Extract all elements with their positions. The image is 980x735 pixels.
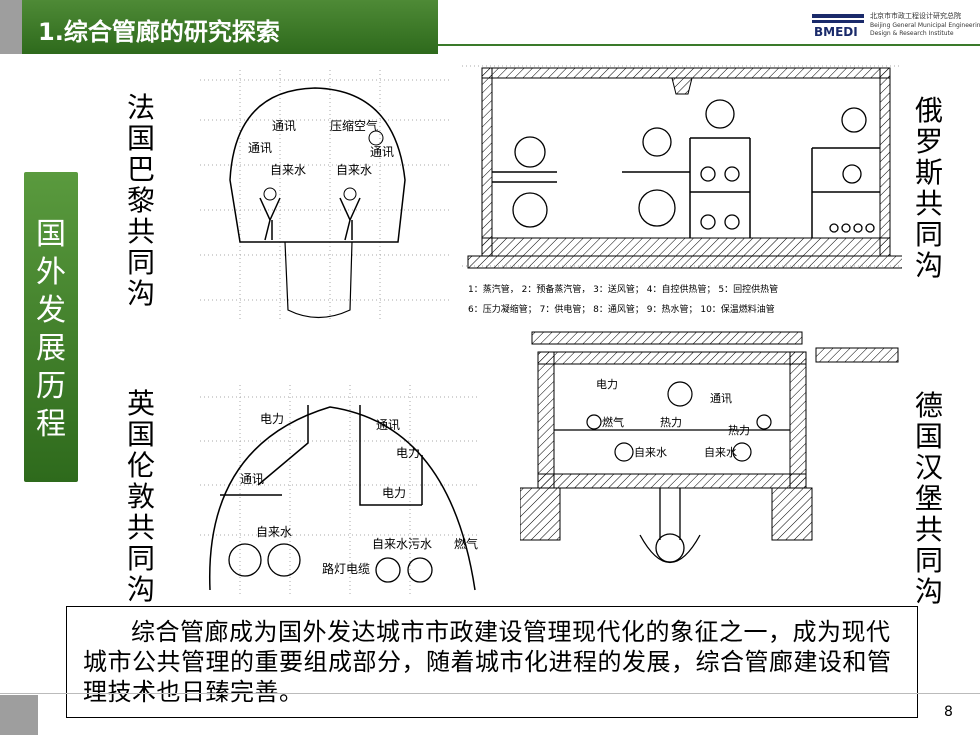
page-number: 8 (944, 704, 953, 720)
london-tunnel-diagram: 电力 通讯 电力 通讯 电力 自来水 路灯电缆 自来水污水 燃气 (200, 385, 480, 595)
bmedi-logo-icon: BMEDI (812, 14, 864, 38)
hamburg-zilaishui-2: 自来水 (704, 446, 737, 459)
russia-legend-2: 6：压力凝缩管； 7：供电管； 8：通风管； 9：热水管； 10：保温燃料油管 (468, 303, 775, 315)
london-tongxun-1: 通讯 (376, 418, 400, 432)
corner-accent (0, 0, 22, 54)
logo-wordmark: BMEDI (814, 25, 858, 38)
sidebar-panel (24, 172, 78, 482)
london-dianli-2: 电力 (396, 446, 420, 460)
london-dianli-1: 电力 (260, 412, 284, 426)
label-london: 英国伦敦共同沟 (126, 387, 155, 606)
hamburg-reli-2: 热力 (728, 424, 750, 437)
paris-tongxun-3: 通讯 (370, 145, 394, 159)
title-bar (0, 0, 438, 54)
london-zilaishui-wushui: 自来水污水 (372, 537, 432, 551)
paris-zilaishui-1: 自来水 (270, 163, 306, 177)
london-dianli-3: 电力 (382, 486, 406, 500)
summary-box: 综合管廊成为国外发达城市市政建设管理现代化的象征之一，成为现代城市公共管理的重要… (66, 606, 918, 718)
hamburg-tunnel-diagram: 电力 通讯 燃气 热力 热力 自来水 自来水 (520, 331, 899, 563)
footer-rule (0, 693, 980, 694)
header-rule (438, 44, 980, 46)
hamburg-ranqi: 燃气 (602, 415, 624, 429)
russia-tunnel-diagram: 1：蒸汽管， 2：预备蒸汽管， 3：送风管； 4：自控供热管； 5：回控供热管 … (462, 65, 902, 315)
summary-paragraph: 综合管廊成为国外发达城市市政建设管理现代化的象征之一，成为现代城市公共管理的重要… (83, 618, 892, 706)
hamburg-zilaishui-1: 自来水 (634, 446, 667, 459)
paris-tunnel-diagram: 通讯 压缩空气 通讯 通讯 自来水 自来水 (200, 70, 450, 320)
institute-name-en-2: Design & Research Institute (870, 30, 954, 37)
sidebar-label: 国外发展历程 (36, 217, 66, 442)
hamburg-reli-1: 热力 (660, 416, 682, 429)
london-ludeng: 路灯电缆 (322, 561, 370, 576)
institute-name-en-1: Beijing General Municipal Engineering (870, 22, 980, 29)
paris-zilaishui-2: 自来水 (336, 163, 372, 177)
russia-legend-1: 1：蒸汽管， 2：预备蒸汽管， 3：送风管； 4：自控供热管； 5：回控供热管 (468, 283, 778, 295)
hamburg-tongxun: 通讯 (710, 392, 732, 405)
london-ranqi: 燃气 (454, 536, 478, 551)
institute-name-cn: 北京市市政工程设计研究总院 (870, 12, 961, 20)
label-hamburg: 德国汉堡共同沟 (914, 389, 943, 608)
hamburg-dianli: 电力 (596, 378, 618, 391)
paris-yasuo: 压缩空气 (330, 118, 378, 133)
london-zilaishui: 自来水 (256, 525, 292, 539)
page-title: 1.综合管廊的研究探索 (38, 18, 280, 46)
label-paris: 法国巴黎共同沟 (126, 91, 155, 310)
footer-accent (0, 695, 38, 735)
label-russia: 俄罗斯共同沟 (914, 94, 943, 282)
london-tongxun-2: 通讯 (240, 472, 264, 486)
paris-tongxun-2: 通讯 (248, 141, 272, 155)
paris-tongxun-1: 通讯 (272, 119, 296, 133)
